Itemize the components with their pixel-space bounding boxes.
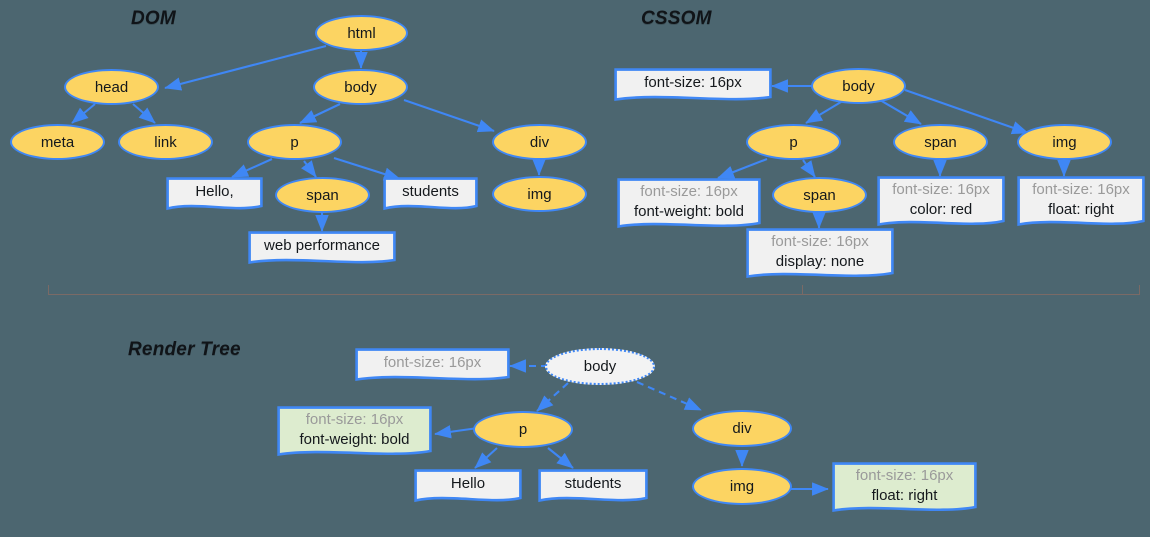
render-rules-p-line-2: font-weight: bold — [299, 430, 410, 448]
dom-node-img-label: img — [527, 185, 552, 203]
cssom-rules-img-line-2: float: right — [1048, 200, 1114, 218]
render-rules-p[interactable]: font-size: 16px font-weight: bold — [277, 406, 432, 462]
dom-node-meta[interactable]: meta — [10, 124, 105, 160]
divider-tick-left — [48, 285, 49, 295]
render-rules-img-line-2: float: right — [871, 486, 938, 504]
cssom-node-img[interactable]: img — [1017, 124, 1112, 160]
doc-shape — [277, 406, 432, 457]
doc-shape — [538, 469, 648, 503]
render-node-body-label: body — [583, 358, 617, 375]
dom-node-span-label: span — [306, 186, 339, 204]
dom-node-html[interactable]: html — [315, 15, 408, 51]
dom-node-link[interactable]: link — [118, 124, 213, 160]
divider-tick-mid — [802, 285, 803, 295]
render-node-p[interactable]: p — [473, 411, 573, 448]
render-node-div[interactable]: div — [692, 410, 792, 447]
cssom-rules-p[interactable]: font-size: 16px font-weight: bold — [617, 178, 761, 234]
cssom-node-body[interactable]: body — [811, 68, 906, 104]
cssom-rules-span-1-line-2: color: red — [909, 200, 973, 218]
cssom-rules-span-1-line-1: font-size: 16px — [892, 181, 990, 199]
cssom-rules-img-line-1: font-size: 16px — [1032, 181, 1130, 199]
render-textnode-hello[interactable]: Hello — [414, 469, 522, 507]
render-node-p-label: p — [518, 421, 528, 438]
doc-shape — [414, 469, 522, 503]
render-node-img-label: img — [729, 478, 755, 495]
section-title-cssom: CSSOM — [641, 8, 712, 29]
cssom-rules-body-line-1: font-size: 16px — [644, 73, 742, 91]
render-textnode-students-label: students — [564, 474, 622, 492]
render-rules-body-line-1: font-size: 16px — [383, 353, 482, 371]
render-textnode-students[interactable]: students — [538, 469, 648, 507]
render-node-div-label: div — [732, 420, 752, 437]
render-rules-img[interactable]: font-size: 16px float: right — [832, 462, 977, 518]
render-rules-img-line-1: font-size: 16px — [855, 467, 954, 485]
dom-textnode-students-label: students — [402, 182, 459, 200]
doc-shape — [614, 68, 772, 102]
dom-textnode-hello[interactable]: Hello, — [166, 177, 263, 215]
cssom-rules-span-2-line-2: display: none — [775, 252, 865, 270]
cssom-node-span-1-label: span — [924, 133, 957, 151]
render-textnode-hello-label: Hello — [450, 474, 486, 492]
dom-node-head-label: head — [94, 78, 129, 96]
doc-shape — [832, 462, 977, 513]
cssom-node-body-label: body — [842, 77, 875, 95]
cssom-rules-img[interactable]: font-size: 16px float: right — [1017, 176, 1145, 232]
cssom-node-span-1[interactable]: span — [893, 124, 988, 160]
doc-shape — [355, 348, 510, 382]
render-rules-body[interactable]: font-size: 16px — [355, 348, 510, 386]
dom-node-meta-label: meta — [40, 133, 75, 151]
section-title-dom: DOM — [131, 8, 176, 29]
cssom-node-img-label: img — [1052, 133, 1077, 151]
cssom-node-p[interactable]: p — [746, 124, 841, 160]
dom-node-body-label: body — [344, 78, 377, 96]
cssom-node-p-label: p — [789, 133, 798, 151]
dom-node-p-label: p — [290, 133, 299, 151]
cssom-rules-span-2[interactable]: font-size: 16px display: none — [746, 228, 894, 284]
dom-node-div-label: div — [529, 133, 550, 151]
cssom-rules-body[interactable]: font-size: 16px — [614, 68, 772, 106]
doc-shape — [1017, 176, 1145, 227]
dom-node-link-label: link — [154, 133, 177, 151]
cssom-rules-span-1[interactable]: font-size: 16px color: red — [877, 176, 1005, 232]
cssom-rules-p-line-2: font-weight: bold — [633, 202, 745, 220]
doc-shape — [617, 178, 761, 229]
divider-tick-right — [1139, 285, 1140, 295]
dom-textnode-web-performance[interactable]: web performance — [248, 231, 396, 269]
render-node-body[interactable]: body — [545, 348, 655, 385]
cssom-node-span-2[interactable]: span — [772, 177, 867, 213]
cssom-rules-span-2-line-1: font-size: 16px — [771, 233, 869, 251]
divider-line — [48, 294, 1140, 295]
dom-node-html-label: html — [347, 24, 376, 42]
doc-shape — [248, 231, 396, 265]
doc-shape — [746, 228, 894, 279]
cssom-rules-p-line-1: font-size: 16px — [640, 183, 738, 201]
dom-node-span[interactable]: span — [275, 177, 370, 213]
render-node-img[interactable]: img — [692, 468, 792, 505]
dom-node-img[interactable]: img — [492, 176, 587, 212]
dom-node-body[interactable]: body — [313, 69, 408, 105]
doc-shape — [877, 176, 1005, 227]
doc-shape — [383, 177, 478, 211]
dom-textnode-students[interactable]: students — [383, 177, 478, 215]
cssom-node-span-2-label: span — [803, 186, 836, 204]
dom-node-p[interactable]: p — [247, 124, 342, 160]
dom-node-head[interactable]: head — [64, 69, 159, 105]
render-rules-p-line-1: font-size: 16px — [305, 411, 404, 429]
dom-node-div[interactable]: div — [492, 124, 587, 160]
section-title-render-tree: Render Tree — [128, 339, 241, 360]
doc-shape — [166, 177, 263, 211]
section-divider — [48, 285, 1140, 296]
dom-textnode-web-performance-label: web performance — [264, 236, 380, 254]
dom-textnode-hello-label: Hello, — [195, 182, 234, 200]
